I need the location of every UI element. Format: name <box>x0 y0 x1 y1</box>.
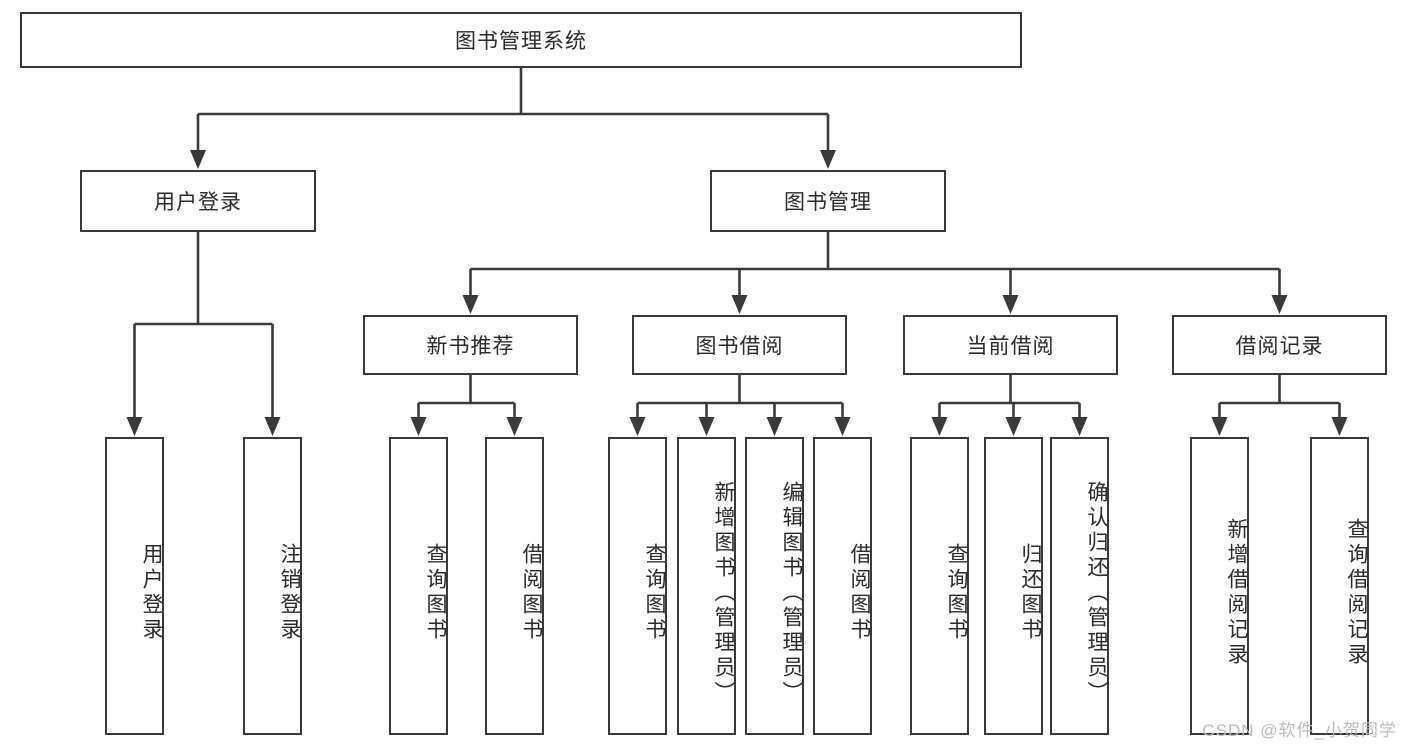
node-root[interactable]: 图书管理系统 <box>20 12 1022 68</box>
arrowhead <box>506 417 523 436</box>
edge-path <box>636 375 844 426</box>
node-label: 归还图书 <box>1019 543 1042 643</box>
node-label: 查询图书 <box>424 543 447 643</box>
arrowhead <box>1211 417 1228 436</box>
node-label: 借阅图书 <box>848 543 871 643</box>
arrowhead <box>1331 417 1348 436</box>
node-l-query-record[interactable]: 查询借阅记录 <box>1310 437 1369 735</box>
node-l-user-logout[interactable]: 注销登录 <box>243 437 302 735</box>
node-l-query-book-3[interactable]: 查询图书 <box>910 437 969 735</box>
edge-path <box>133 232 274 426</box>
node-label: 当前借阅 <box>966 335 1055 358</box>
node-label: 编辑图书（管理员） <box>780 480 803 706</box>
node-n-current[interactable]: 当前借阅 <box>903 315 1118 375</box>
node-l-borrow-book-2[interactable]: 借阅图书 <box>813 437 872 735</box>
arrowhead <box>731 295 748 314</box>
node-label: 新增图书（管理员） <box>712 480 735 706</box>
node-label: 借阅记录 <box>1235 335 1324 358</box>
node-label: 确认归还（管理员） <box>1085 480 1108 706</box>
node-label: 查询图书 <box>643 543 666 643</box>
node-label: 用户登录 <box>140 543 163 643</box>
node-label: 图书管理系统 <box>455 30 587 53</box>
node-l-edit-book[interactable]: 编辑图书（管理员） <box>745 437 804 735</box>
arrowhead <box>462 295 479 314</box>
node-label: 借阅图书 <box>520 543 543 643</box>
node-l-query-book-2[interactable]: 查询图书 <box>608 437 667 735</box>
edge-path <box>938 375 1081 426</box>
node-label: 新增借阅记录 <box>1225 518 1248 668</box>
node-label: 查询借阅记录 <box>1345 518 1368 668</box>
node-n-user-login[interactable]: 用户登录 <box>80 170 316 232</box>
arrowhead <box>1271 295 1288 314</box>
node-l-add-book[interactable]: 新增图书（管理员） <box>677 437 736 735</box>
node-l-query-book-1[interactable]: 查询图书 <box>389 437 448 735</box>
arrowhead <box>1005 417 1022 436</box>
arrowhead <box>931 417 948 436</box>
node-label: 注销登录 <box>278 543 301 643</box>
arrowhead <box>264 417 281 436</box>
arrowhead <box>698 417 715 436</box>
edge-path <box>469 232 1281 304</box>
node-n-records[interactable]: 借阅记录 <box>1172 315 1387 375</box>
arrowhead <box>820 150 836 169</box>
node-n-new-rec[interactable]: 新书推荐 <box>363 315 578 375</box>
node-label: 用户登录 <box>154 191 242 214</box>
arrowhead <box>766 417 783 436</box>
node-label: 图书借阅 <box>695 335 784 358</box>
node-l-confirm-return[interactable]: 确认归还（管理员） <box>1050 437 1109 735</box>
edge-path <box>196 68 830 159</box>
arrowhead <box>629 417 646 436</box>
edge-path <box>417 375 516 426</box>
node-label: 图书管理 <box>784 191 872 214</box>
node-n-book-mgmt[interactable]: 图书管理 <box>710 170 946 232</box>
node-l-borrow-book-1[interactable]: 借阅图书 <box>485 437 544 735</box>
arrowhead <box>1002 295 1019 314</box>
node-label: 查询图书 <box>945 543 968 643</box>
node-l-add-record[interactable]: 新增借阅记录 <box>1190 437 1249 735</box>
arrowhead <box>126 417 143 436</box>
arrowhead <box>834 417 851 436</box>
arrowhead <box>190 150 206 169</box>
arrowhead <box>410 417 427 436</box>
node-n-borrow[interactable]: 图书借阅 <box>632 315 847 375</box>
node-l-return-book[interactable]: 归还图书 <box>984 437 1043 735</box>
arrowhead <box>1071 417 1088 436</box>
node-l-user-login[interactable]: 用户登录 <box>105 437 164 735</box>
node-label: 新书推荐 <box>426 335 515 358</box>
edge-path <box>1218 375 1341 426</box>
